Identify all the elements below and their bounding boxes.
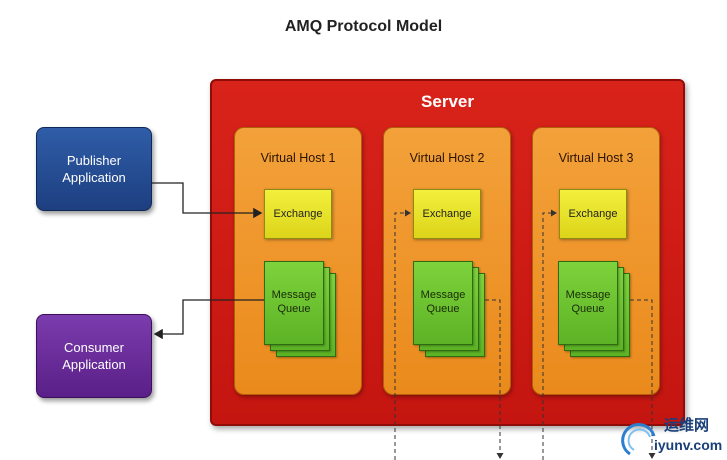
watermark-en: iyunv.com (654, 437, 723, 453)
virtual-host-3-label: Virtual Host 3 (558, 151, 634, 165)
vhost2-outbound-dashed-arrow (485, 299, 504, 459)
virtual-host-1-queue-label-line1: Message (271, 289, 317, 301)
virtual-host-2-label: Virtual Host 2 (409, 151, 485, 165)
consumer-label-line2: Application (62, 357, 126, 372)
virtual-host-1-exchange: Exchange (264, 189, 332, 239)
publisher-label-line2: Application (62, 170, 126, 185)
diagram-title: AMQ Protocol Model (284, 18, 443, 35)
virtual-host-3-queue-label-line1: Message (565, 289, 611, 301)
publisher-to-exchange-arrow (152, 182, 263, 219)
server-label: Server (421, 92, 474, 111)
publisher-application: Publisher Application (36, 127, 152, 211)
vhost3-inbound-dashed-arrow (542, 209, 557, 460)
virtual-host-3-queue: Message Queue (558, 261, 618, 345)
virtual-host-3-queue-label-line2: Queue (571, 303, 605, 315)
virtual-host-1-queue: Message Queue (264, 261, 324, 345)
virtual-host-2-exchange: Exchange (413, 189, 481, 239)
virtual-host-2-queue-label-line1: Message (420, 289, 466, 301)
consumer-application: Consumer Application (36, 314, 152, 398)
watermark-logo-icon (621, 423, 656, 456)
virtual-host-2-queue: Message Queue (413, 261, 473, 345)
queue-to-consumer-arrow (153, 299, 264, 340)
virtual-host-2-queue-label-line2: Queue (426, 303, 460, 315)
watermark-cn: 运维网 (664, 417, 710, 434)
consumer-label-line1: Consumer (64, 340, 124, 355)
vhost3-outbound-dashed-arrow (630, 299, 656, 459)
virtual-host-1-queue-label-line2: Queue (277, 303, 311, 315)
virtual-host-3-exchange: Exchange (559, 189, 627, 239)
publisher-label-line1: Publisher (66, 153, 122, 168)
virtual-host-1-label: Virtual Host 1 (260, 151, 336, 165)
vhost2-inbound-dashed-arrow (394, 209, 411, 460)
